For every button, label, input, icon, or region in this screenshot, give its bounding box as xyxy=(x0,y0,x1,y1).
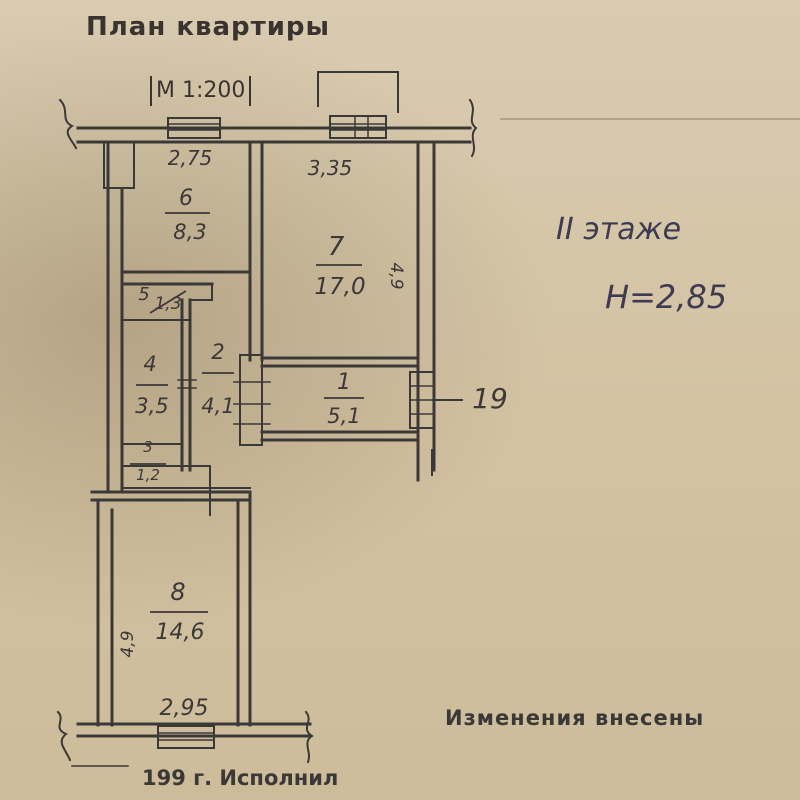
scale-label: М 1:200 xyxy=(150,76,252,106)
page-title: План квартиры xyxy=(86,12,331,42)
window-top-left xyxy=(167,117,221,139)
room-3-number: 3 xyxy=(143,438,153,456)
dimension-room7-side: 4,9 xyxy=(386,262,406,290)
wall-mark: 19 xyxy=(472,382,508,415)
room-6-area: 8,3 xyxy=(173,220,207,244)
room-4-number: 4 xyxy=(143,352,157,376)
wall-bottom-break-left xyxy=(56,710,72,762)
room-3-area: 1,2 xyxy=(136,466,160,484)
floor-note: II этаже xyxy=(556,212,682,247)
chimney-block xyxy=(103,141,135,189)
wall-5-2 xyxy=(180,298,192,472)
changes-stamp: Изменения внесены xyxy=(445,706,705,730)
wall-bottom xyxy=(76,722,312,738)
wall-top-break-right xyxy=(468,98,478,158)
wall-top xyxy=(76,126,472,144)
wall-8-left xyxy=(96,498,114,727)
room-8-number: 8 xyxy=(170,578,186,606)
wall-3-bottom xyxy=(121,465,251,489)
room-4-area: 3,5 xyxy=(135,394,169,418)
scale-box xyxy=(317,71,399,113)
wall-8-top xyxy=(90,490,252,502)
wall-1-top xyxy=(260,356,420,368)
room-5-area: 1,3 xyxy=(154,294,182,314)
room-8-area: 14,6 xyxy=(155,620,205,645)
dimension-room8-side: 4,9 xyxy=(118,630,138,658)
dimension-top-left: 2,75 xyxy=(167,146,213,170)
fraction-slash-5 xyxy=(149,290,187,314)
dimension-top-right: 3,35 xyxy=(307,156,353,180)
room-6-number: 6 xyxy=(179,186,193,211)
window-bottom xyxy=(157,725,215,749)
column-2-1 xyxy=(239,354,263,446)
room-2-number: 2 xyxy=(211,340,225,364)
footer-signature-line: 199 г. Исполнил xyxy=(142,766,339,790)
room-1-number: 1 xyxy=(337,370,351,395)
room-5-number: 5 xyxy=(138,284,150,305)
wall-top-break-left xyxy=(58,98,78,150)
room-7-area: 17,0 xyxy=(314,274,366,300)
room-1-area: 5,1 xyxy=(327,404,361,428)
ceiling-height-note: Н=2,85 xyxy=(605,278,728,316)
wall-right xyxy=(416,140,436,482)
window-top-right xyxy=(329,115,387,139)
room-2-area: 4,1 xyxy=(201,394,235,418)
room-7-number: 7 xyxy=(327,232,345,262)
wall-6-7 xyxy=(248,140,264,362)
wall-8-right xyxy=(236,490,252,727)
paper-fold-line xyxy=(500,118,800,120)
wall-6-5 xyxy=(120,270,252,286)
dimension-bottom: 2,95 xyxy=(159,696,209,721)
wall-1-bottom xyxy=(260,430,420,442)
wall-left xyxy=(106,143,124,492)
wall-bottom-break-right xyxy=(304,710,314,764)
